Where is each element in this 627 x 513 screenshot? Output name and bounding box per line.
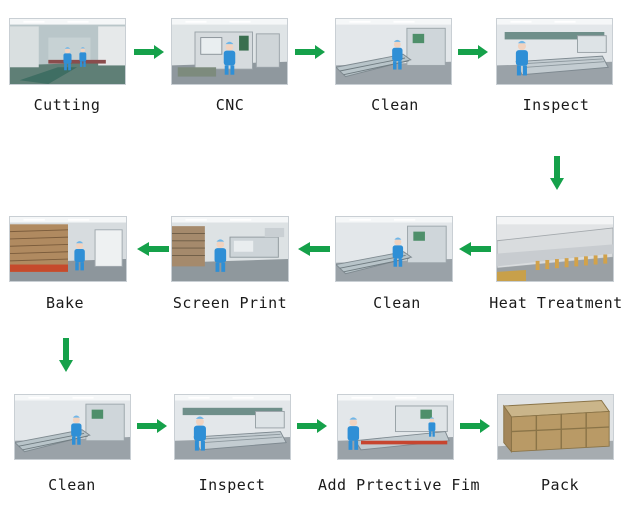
film-line-image	[338, 395, 453, 459]
step-label-pack: Pack	[540, 476, 580, 494]
step-photo-clean-1	[335, 18, 452, 85]
step-photo-heat-treatment	[496, 216, 614, 282]
step-label-screen-print: Screen Print	[172, 294, 288, 312]
arrow-down-icon	[550, 156, 564, 190]
step-label-inspect-1: Inspect	[522, 96, 590, 114]
cnc-machine-image	[172, 19, 287, 84]
flow-arrow-right-10	[297, 419, 327, 433]
step-label-clean-1: Clean	[371, 96, 419, 114]
wash-line-image	[336, 19, 451, 84]
tempering-furnace-image	[497, 217, 613, 281]
step-label-cutting: Cutting	[33, 96, 101, 114]
flow-arrow-right-11	[460, 419, 490, 433]
flow-arrow-right-3	[458, 45, 488, 59]
flow-arrow-left-6	[298, 242, 330, 256]
step-photo-clean-3	[14, 394, 131, 460]
step-label-add-protective-film: Add Prtective Fim	[317, 476, 481, 494]
arrow-down-icon	[59, 338, 73, 372]
step-label-heat-treatment: Heat Treatment	[489, 294, 623, 312]
arrow-right-icon	[458, 45, 488, 59]
flow-arrow-left-5	[459, 242, 491, 256]
factory-hall-image	[10, 19, 125, 84]
print-station-image	[172, 217, 288, 281]
step-photo-pack	[497, 394, 614, 460]
step-label-clean-3: Clean	[48, 476, 96, 494]
wooden-crate-image	[498, 395, 613, 459]
oven-racks-image	[10, 217, 126, 281]
arrow-right-icon	[134, 45, 164, 59]
arrow-left-icon	[137, 242, 169, 256]
step-label-bake: Bake	[45, 294, 85, 312]
step-label-cnc: CNC	[215, 96, 245, 114]
step-photo-clean-2	[335, 216, 453, 282]
step-photo-inspect-1	[496, 18, 613, 85]
arrow-right-icon	[295, 45, 325, 59]
step-photo-screen-print	[171, 216, 289, 282]
step-photo-inspect-2	[174, 394, 291, 460]
flow-arrow-right-2	[295, 45, 325, 59]
arrow-left-icon	[459, 242, 491, 256]
arrow-right-icon	[137, 419, 167, 433]
step-label-inspect-2: Inspect	[198, 476, 266, 494]
inspection-table-image	[497, 19, 612, 84]
flow-arrow-left-7	[137, 242, 169, 256]
arrow-right-icon	[460, 419, 490, 433]
flow-arrow-right-9	[137, 419, 167, 433]
inspection-table-image	[175, 395, 290, 459]
wash-line-image	[15, 395, 130, 459]
flow-arrow-down-8	[59, 338, 73, 372]
flow-arrow-right-1	[134, 45, 164, 59]
step-photo-cutting	[9, 18, 126, 85]
step-photo-bake	[9, 216, 127, 282]
step-label-clean-2: Clean	[373, 294, 421, 312]
step-photo-add-protective-film	[337, 394, 454, 460]
step-photo-cnc	[171, 18, 288, 85]
arrow-left-icon	[298, 242, 330, 256]
flow-arrow-down-4	[550, 156, 564, 190]
wash-line-image	[336, 217, 452, 281]
arrow-right-icon	[297, 419, 327, 433]
